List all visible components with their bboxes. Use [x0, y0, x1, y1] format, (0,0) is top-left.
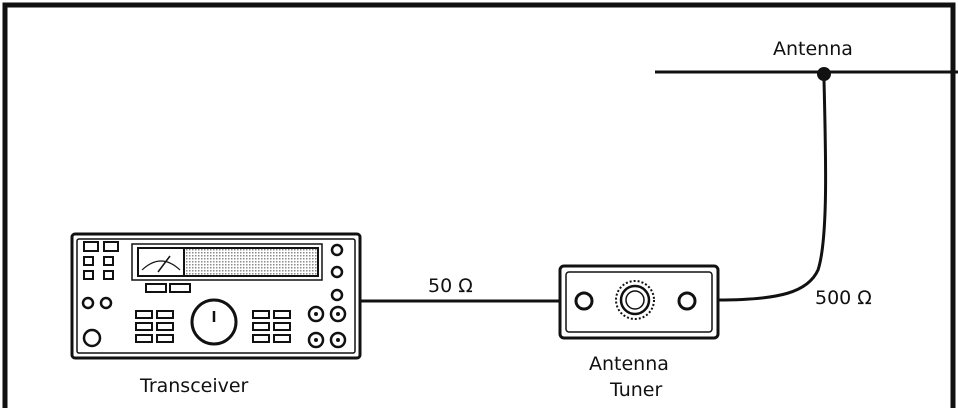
frequency-display [184, 248, 318, 276]
tuner-label-line2: Tuner [609, 379, 662, 401]
antenna-tuner [560, 266, 718, 338]
tuner-label-line1: Antenna [589, 353, 669, 375]
transceiver [72, 234, 360, 358]
antenna-label: Antenna [773, 38, 853, 60]
feed-line-500-ohm [718, 80, 826, 300]
antenna-feed-point [817, 67, 831, 81]
transceiver-label: Transceiver [139, 375, 249, 397]
impedance-500-label: 500 Ω [815, 287, 872, 309]
impedance-50-label: 50 Ω [428, 275, 473, 297]
signal-meter [138, 248, 184, 276]
